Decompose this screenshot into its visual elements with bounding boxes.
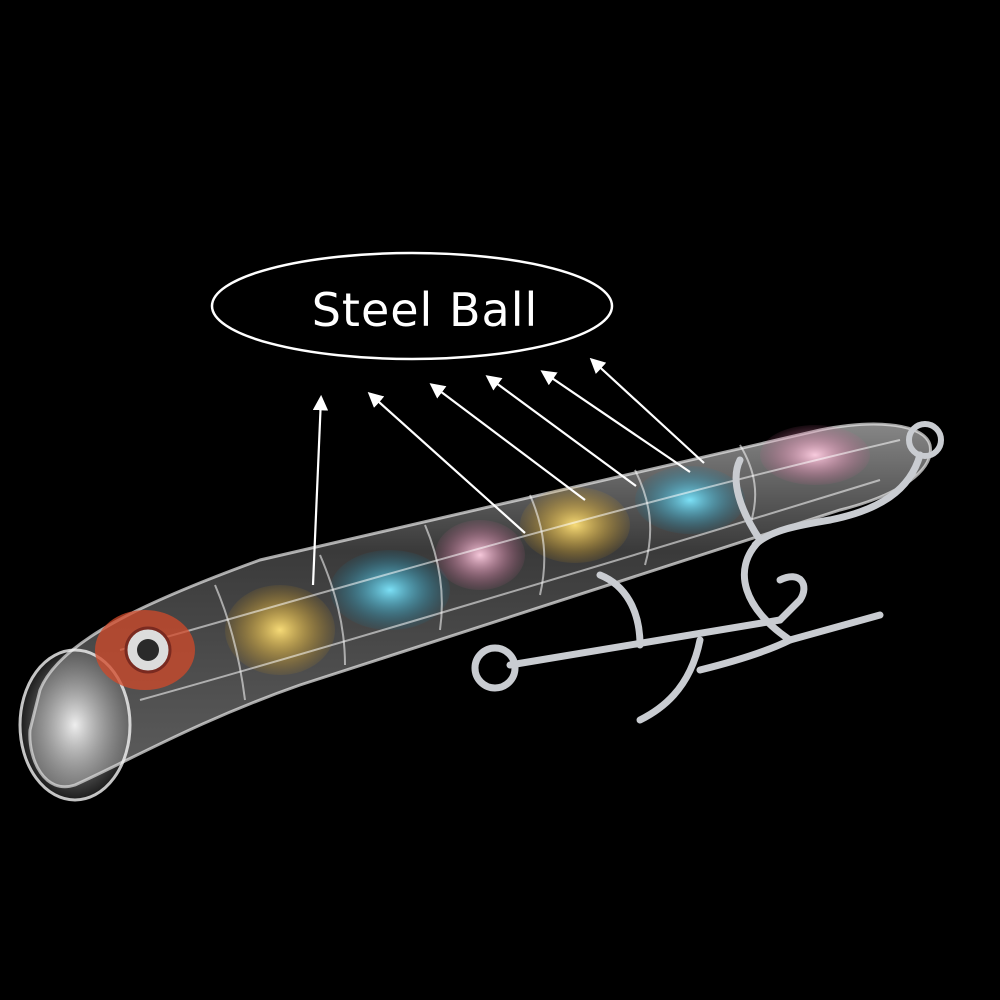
belly-split-ring bbox=[471, 644, 519, 692]
arrow-5 bbox=[540, 370, 691, 473]
chamber-pink-2 bbox=[760, 425, 870, 485]
body-segment-lines bbox=[119, 439, 901, 701]
steel-ball-callout: Steel Ball bbox=[210, 251, 614, 361]
chamber-yellow-2 bbox=[520, 487, 630, 563]
tail-treble-hook-icon bbox=[696, 451, 924, 674]
chamber-yellow-1 bbox=[225, 585, 335, 675]
arrow-4 bbox=[485, 375, 637, 487]
chamber-blue-2 bbox=[635, 466, 745, 534]
tail-split-ring bbox=[906, 421, 944, 459]
arrow-6 bbox=[589, 357, 705, 464]
chamber-pink-1 bbox=[435, 520, 525, 590]
treble-hooks bbox=[506, 451, 924, 724]
callout-arrows bbox=[311, 357, 705, 586]
arrow-1 bbox=[311, 394, 329, 586]
belly-treble-hook-icon bbox=[506, 571, 808, 724]
lure-head-cup bbox=[18, 648, 132, 802]
chamber-blue-1 bbox=[330, 550, 450, 630]
arrow-3 bbox=[429, 383, 586, 501]
callout-ellipse bbox=[210, 251, 614, 361]
eye-pupil bbox=[137, 639, 159, 661]
lure-body bbox=[18, 421, 944, 802]
arrow-2 bbox=[367, 391, 526, 534]
callout-label: Steel Ball bbox=[312, 283, 539, 337]
